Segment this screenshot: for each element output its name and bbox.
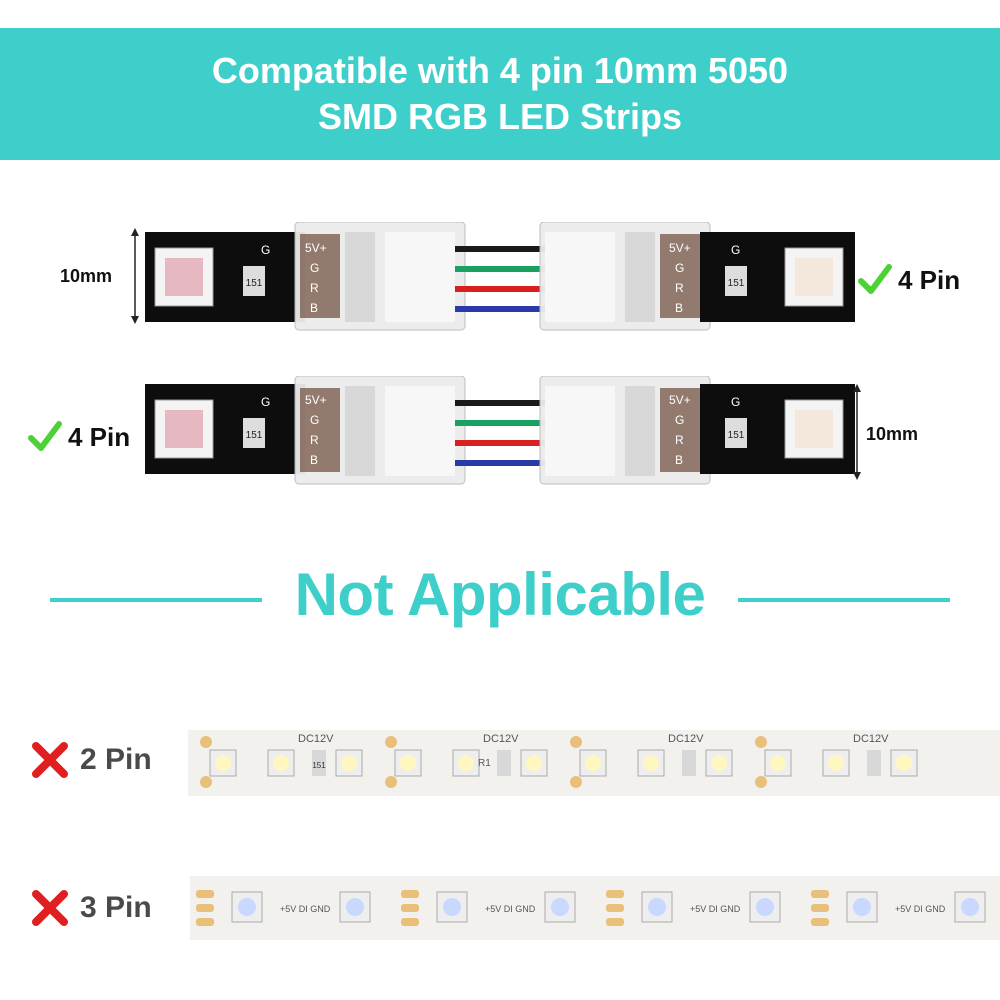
clip-pin-label: 5V+	[669, 393, 691, 407]
strip-marking: DC12V	[298, 733, 334, 745]
dimension-label: 10mm	[866, 424, 919, 444]
clip-pin-label: B	[675, 301, 683, 315]
clip-pin-label: B	[675, 453, 683, 467]
clip-pin-label: R	[675, 433, 684, 447]
connector-image: 151 G 5V+ G R B 5V+ G R B 151 G	[145, 376, 855, 485]
pin-count-label: 2 Pin	[80, 743, 152, 776]
strip-marking: +5V DI GND	[485, 904, 536, 914]
check-icon	[28, 421, 62, 451]
pad-letter: G	[261, 395, 270, 409]
resistor-code: 151	[728, 430, 745, 441]
clip-pin-label: 5V+	[669, 241, 691, 255]
cross-icon	[32, 742, 68, 778]
divider-right	[738, 598, 950, 602]
banner-line-1: Compatible with 4 pin 10mm 5050	[211, 50, 789, 91]
strip-marking: +5V DI GND	[280, 904, 331, 914]
cross-icon	[32, 890, 68, 926]
resistor-ref: R1	[478, 758, 491, 769]
strip-marking: DC12V	[483, 733, 519, 745]
clip-pin-label: R	[675, 281, 684, 295]
check-icon	[858, 264, 892, 294]
clip-pin-label: 5V+	[305, 241, 327, 255]
pin-count-label: 4 Pin	[898, 264, 961, 295]
banner-line-2: SMD RGB LED Strips	[317, 96, 683, 137]
divider-left	[50, 598, 262, 602]
pin-count-label: 4 Pin	[68, 421, 131, 452]
clip-pin-label: R	[310, 433, 319, 447]
header-banner: Compatible with 4 pin 10mm 5050 SMD RGB …	[0, 28, 1000, 160]
resistor-code: 151	[246, 430, 263, 441]
connector-image: 151 G 5V+ G R B 5V+ G R B 151 G	[145, 222, 855, 331]
pad-letter: G	[261, 243, 270, 257]
not-applicable-title: Not Applicable	[294, 561, 706, 628]
pin-badge: 4 Pin	[858, 263, 960, 297]
strip-marking: +5V DI GND	[895, 904, 946, 914]
pin-badge: 4 Pin	[28, 420, 130, 454]
dimension-label: 10mm	[60, 266, 113, 286]
clip-pin-label: G	[675, 413, 684, 427]
pad-letter: G	[731, 395, 740, 409]
strip-marking: +5V DI GND	[690, 904, 741, 914]
led-strip-2pin: DC12V DC12V DC12V DC12V 151 R1	[188, 730, 1000, 796]
clip-pin-label: G	[310, 413, 319, 427]
clip-pin-label: G	[675, 261, 684, 275]
led-strip-3pin: +5V DI GND +5V DI GND +5V DI GND +5V DI …	[190, 876, 1000, 940]
resistor-code: 151	[246, 278, 263, 289]
strip-marking: DC12V	[668, 733, 704, 745]
unsupported-label: 2 Pin	[30, 740, 152, 780]
strip-marking: DC12V	[853, 733, 889, 745]
clip-pin-label: R	[310, 281, 319, 295]
resistor-code: 151	[728, 278, 745, 289]
clip-pin-label: 5V+	[305, 393, 327, 407]
dimension-arrow-icon	[853, 384, 861, 480]
clip-pin-label: B	[310, 453, 318, 467]
pad-letter: G	[731, 243, 740, 257]
unsupported-label: 3 Pin	[30, 888, 152, 928]
dimension-arrow-icon	[131, 228, 139, 324]
clip-pin-label: B	[310, 301, 318, 315]
resistor-code: 151	[312, 761, 326, 770]
pin-count-label: 3 Pin	[80, 891, 152, 924]
clip-pin-label: G	[310, 261, 319, 275]
